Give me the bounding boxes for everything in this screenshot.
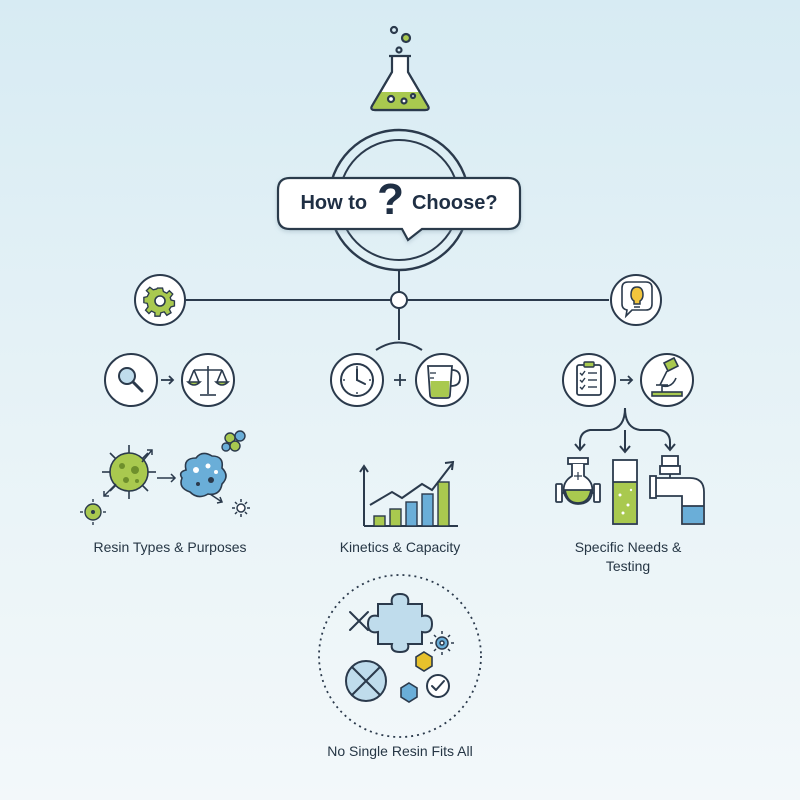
lightbulb-icon (610, 274, 662, 326)
arrow-right-icon (620, 375, 634, 385)
magnifier-icon (104, 353, 158, 407)
conclusion-dotted-circle (318, 574, 482, 738)
hexagon-yellow-icon (415, 651, 433, 672)
conclusion-label: No Single Resin Fits All (327, 743, 473, 759)
pipe-column-icon (649, 455, 705, 525)
plus-icon (394, 374, 406, 386)
test-tube-column-icon (612, 459, 638, 525)
bead-cluster-icon (221, 430, 246, 452)
puzzle-piece-icon (366, 592, 434, 654)
title-speech-bubble (276, 176, 522, 242)
branch-label-resin-types: Resin Types & Purposes (93, 539, 247, 555)
page-title: How to ? Choose? (279, 178, 519, 228)
resin-blob-icon (179, 452, 227, 498)
arrow-right-icon (161, 375, 175, 385)
crossed-circle-icon (345, 660, 387, 702)
junction-node (390, 291, 408, 309)
branch-label-specific-needs-line2: Testing (605, 558, 651, 574)
hexagon-blue-icon (400, 682, 418, 703)
small-gear-icon (430, 631, 454, 655)
gear-icon (134, 274, 186, 326)
branch-connectors (186, 270, 609, 351)
sparkle-icon (232, 499, 250, 517)
small-bacteria-icon (80, 499, 106, 525)
resin-beads-illustration (80, 430, 250, 525)
x-mark-icon (349, 611, 369, 631)
flask-icon (370, 25, 430, 112)
branch-label-specific-needs-line1: Specific Needs & (574, 539, 682, 555)
question-mark-icon: ? (377, 175, 404, 224)
round-flask-vessel-icon (555, 457, 601, 505)
beaker-icon (415, 353, 469, 407)
clipboard-checklist-icon (562, 353, 616, 407)
title-left-text: How to (300, 191, 368, 214)
balance-scale-icon (181, 353, 235, 407)
title-right-text: Choose? (411, 191, 498, 214)
capacity-bar-chart-icon (359, 460, 458, 527)
clock-icon (330, 353, 384, 407)
checkmark-circle-icon (426, 674, 450, 698)
microscope-icon (640, 353, 694, 407)
branch-label-kinetics: Kinetics & Capacity (339, 539, 461, 555)
branch-brace (574, 407, 676, 454)
